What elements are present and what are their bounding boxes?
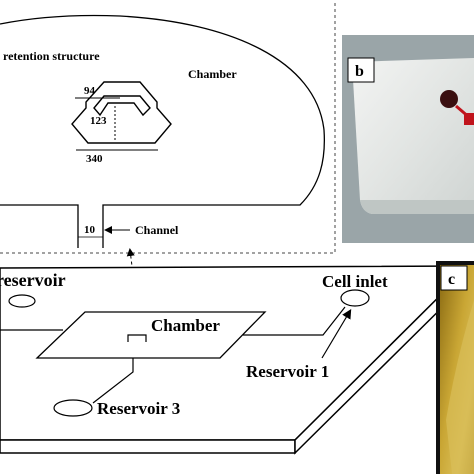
retention-structure-shape — [71, 81, 172, 144]
red-chamber-spot — [464, 113, 474, 125]
chip-platform: reservoir Cell inlet Chamber Reservoir 1… — [0, 265, 474, 455]
chamber-outline — [0, 14, 326, 248]
dim-123-label: 123 — [90, 115, 107, 127]
dim-340-label: 340 — [86, 153, 103, 165]
reservoir-1-label: Reservoir 1 — [246, 362, 329, 381]
chip-chamber-structure — [127, 334, 147, 342]
chip-front-face — [0, 439, 296, 454]
reservoir-left-top — [8, 294, 36, 308]
panel-c-highlight — [446, 300, 474, 474]
panel-a-chamber-label: Chamber — [188, 67, 237, 81]
red-reservoir-dot — [440, 90, 458, 108]
reservoir-3 — [53, 399, 93, 417]
dim-94-label: 94 — [84, 85, 96, 97]
panel-c-letter-box — [440, 265, 468, 291]
reservoir-1-arrow — [321, 308, 352, 359]
panel-c: c — [436, 261, 474, 474]
panel-b: b — [342, 35, 474, 243]
channel-to-cell-inlet — [243, 306, 346, 336]
cell-inlet-label: Cell inlet — [322, 272, 388, 291]
channel-label: Channel — [135, 223, 179, 237]
channel-to-reservoir-3 — [92, 358, 134, 404]
chip-chamber — [35, 311, 267, 359]
panel-a: retention structure Chamber 94 123 340 1… — [0, 0, 336, 254]
panel-b-letter-box — [347, 57, 375, 83]
reservoir-3-label: Reservoir 3 — [97, 399, 180, 418]
panel-b-letter: b — [355, 63, 364, 80]
panel-a-dashed-frame — [0, 0, 336, 254]
glass-chip-edge — [360, 200, 474, 214]
retention-structure-label: retention structure — [3, 49, 100, 63]
reservoir-partial-label: reservoir — [0, 270, 66, 290]
dim-10-label: 10 — [84, 224, 96, 236]
cell-inlet-reservoir — [340, 289, 370, 307]
chip-chamber-label: Chamber — [151, 316, 220, 335]
panel-c-letter: c — [448, 271, 455, 288]
